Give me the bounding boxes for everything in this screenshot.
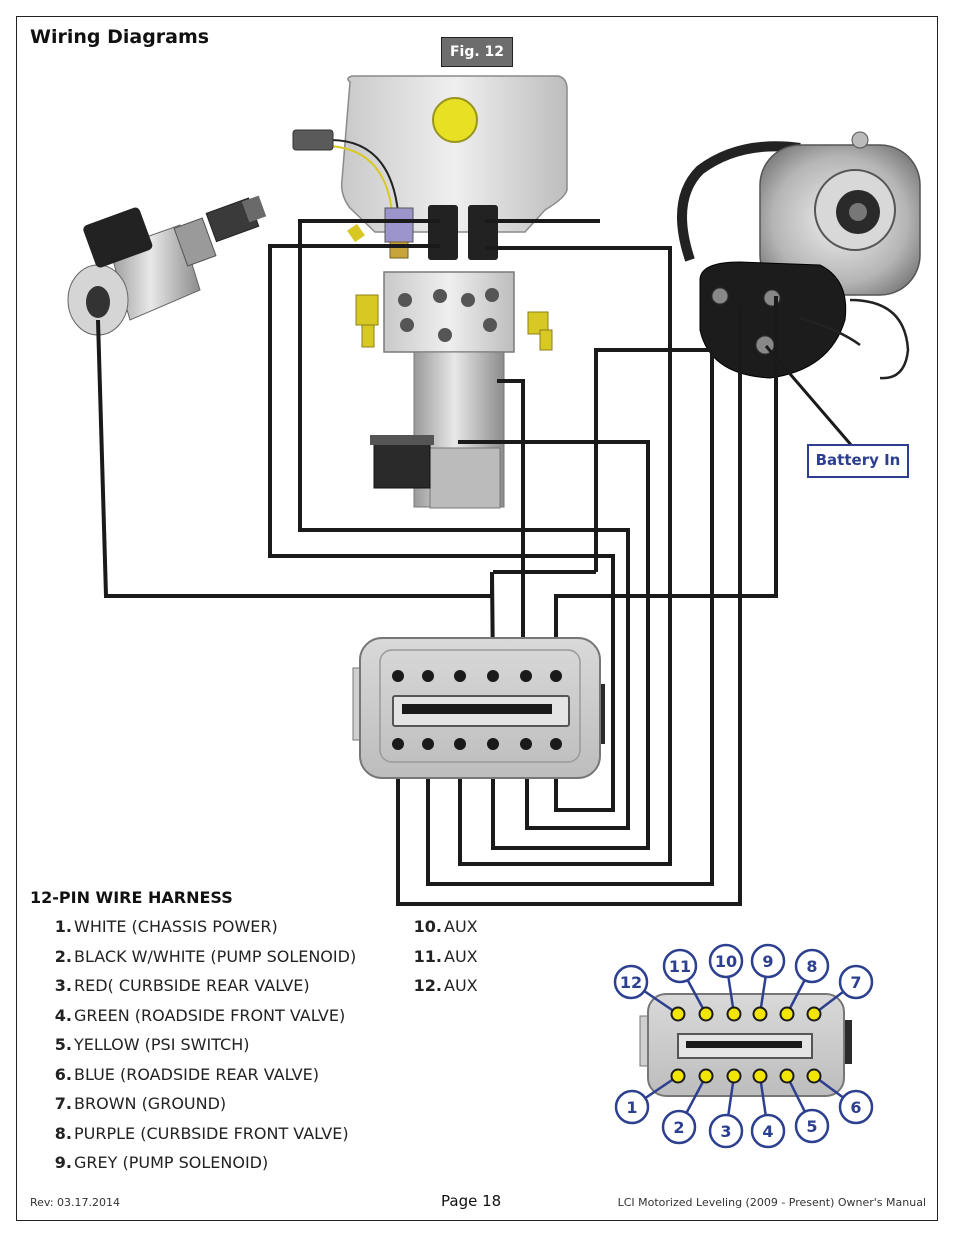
connector-pins xyxy=(392,670,562,750)
pin-badge-circle xyxy=(708,943,744,979)
wire-label: BROWN (GROUND) xyxy=(74,1094,227,1113)
pin-marker xyxy=(752,1068,768,1084)
pin-badge-number: 9 xyxy=(762,952,773,971)
pin-badge-number: 12 xyxy=(620,973,642,992)
pin-marker xyxy=(806,1006,822,1022)
harness-title: 12-PIN WIRE HARNESS xyxy=(30,888,233,907)
pin-badge: 4 xyxy=(750,1113,786,1149)
pin-marker xyxy=(670,1068,686,1084)
wire-label: RED( CURBSIDE REAR VALVE) xyxy=(74,976,310,995)
harness-wires xyxy=(96,219,778,906)
wire-label: AUX xyxy=(444,946,478,966)
pin-number: 12. xyxy=(413,976,442,995)
pump-motor xyxy=(677,131,921,380)
wire-label: WHITE (CHASSIS POWER) xyxy=(74,917,278,936)
pin-marker xyxy=(752,1006,768,1022)
manual-title: LCI Motorized Leveling (2009 - Present) … xyxy=(617,1196,926,1209)
pin-badge-circle xyxy=(838,964,874,1000)
pin-badge: 8 xyxy=(794,948,830,984)
pin-badge: 1 xyxy=(614,1089,650,1125)
pin-badge-number: 4 xyxy=(762,1122,773,1141)
pin-badge-number: 2 xyxy=(673,1118,684,1137)
pin-number: 6. xyxy=(54,1064,72,1084)
pump-assembly xyxy=(292,75,568,509)
pin-number: 4. xyxy=(54,1005,72,1025)
pin-marker xyxy=(698,1068,714,1084)
page-number: Page 18 xyxy=(441,1192,502,1210)
wire-label: BLACK W/WHITE (PUMP SOLENOID) xyxy=(74,946,357,966)
pin-marker xyxy=(698,1006,714,1022)
pin-badge-number: 5 xyxy=(806,1117,817,1136)
wire-label: AUX xyxy=(444,917,478,936)
pin-number: 11. xyxy=(413,946,442,966)
pin-badge-number: 3 xyxy=(720,1122,731,1141)
pin-badge-number: 1 xyxy=(626,1098,637,1117)
pin-badge-circle xyxy=(794,1108,830,1144)
reservoir-cap-icon xyxy=(432,97,478,143)
pin-marker xyxy=(670,1006,686,1022)
pin-key-connector xyxy=(639,993,852,1097)
pin-badge-number: 11 xyxy=(669,957,691,976)
page-title: Wiring Diagrams xyxy=(30,26,210,48)
pin-badge: 12 xyxy=(613,964,649,1000)
pin-number: 8. xyxy=(54,1123,72,1143)
pin-badge-number: 6 xyxy=(850,1098,861,1117)
pin-marker xyxy=(779,1006,795,1022)
figure-label: Fig. 12 xyxy=(441,37,513,67)
battery-in-label: Battery In xyxy=(807,444,909,478)
wire-label: BLUE (ROADSIDE REAR VALVE) xyxy=(74,1064,320,1084)
pin-badge-number: 10 xyxy=(715,952,737,971)
pin-number: 5. xyxy=(54,1035,72,1054)
wire-label: GREY (PUMP SOLENOID) xyxy=(74,1153,269,1172)
pin-number: 7. xyxy=(54,1094,72,1113)
harness-connector xyxy=(352,637,605,779)
pin-badge-circle xyxy=(750,1113,786,1149)
pin-badge: 3 xyxy=(708,1113,744,1149)
pin-badge: 6 xyxy=(838,1089,874,1125)
pin-badge-circle xyxy=(662,948,698,984)
pin-badge: 9 xyxy=(750,943,786,979)
pin-badge-number: 8 xyxy=(806,957,817,976)
pin-badge: 5 xyxy=(794,1108,830,1144)
pin-badge: 7 xyxy=(838,964,874,1000)
pin-key-pins xyxy=(670,1006,822,1084)
pin-badge-circle xyxy=(750,943,786,979)
valve-solenoid xyxy=(67,195,267,336)
pin-number: 10. xyxy=(413,917,442,936)
pin-number: 1. xyxy=(54,917,72,936)
pin-marker xyxy=(726,1068,742,1084)
pin-badge: 11 xyxy=(662,948,698,984)
sensor-plug-icon xyxy=(292,129,334,151)
pin-marker xyxy=(726,1006,742,1022)
pin-badge-circle xyxy=(708,1113,744,1149)
revision-date: Rev: 03.17.2014 xyxy=(30,1196,121,1209)
pin-badge: 2 xyxy=(661,1109,697,1145)
wire-label: PURPLE (CURBSIDE FRONT VALVE) xyxy=(74,1123,349,1143)
wire-label: AUX xyxy=(444,976,478,995)
wire-label: YELLOW (PSI SWITCH) xyxy=(74,1035,250,1054)
page-frame xyxy=(16,16,938,1221)
pin-marker xyxy=(806,1068,822,1084)
battery-lead-wire xyxy=(764,345,854,447)
pin-badge-circle xyxy=(661,1109,697,1145)
pin-badge: 10 xyxy=(708,943,744,979)
pin-badge-circle xyxy=(614,1089,650,1125)
pin-number: 9. xyxy=(54,1153,72,1172)
pin-number: 2. xyxy=(54,946,72,966)
pin-marker xyxy=(779,1068,795,1084)
wire-label: GREEN (ROADSIDE FRONT VALVE) xyxy=(74,1005,346,1025)
pin-badge-number: 7 xyxy=(850,973,861,992)
pin-number: 3. xyxy=(54,976,72,995)
pin-badge-circle xyxy=(838,1089,874,1125)
pin-badge-circle xyxy=(794,948,830,984)
pin-badge-circle xyxy=(613,964,649,1000)
